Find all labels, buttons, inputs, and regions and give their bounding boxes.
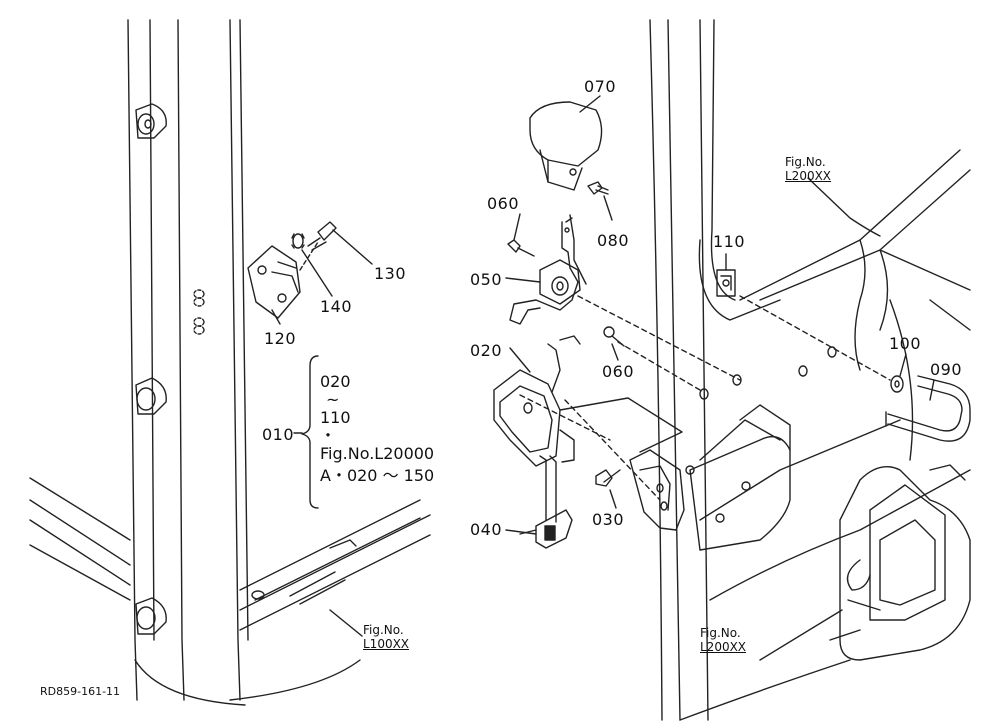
door-frame bbox=[649, 19, 971, 721]
door-pocket bbox=[689, 404, 791, 551]
figref-bottom-right-line1: Fig.No. bbox=[700, 626, 741, 640]
part-090-u-bolt bbox=[885, 375, 971, 442]
part-110-nut-clip bbox=[716, 269, 736, 297]
assembly-lines bbox=[519, 295, 891, 501]
label-080: 080 bbox=[597, 231, 630, 250]
label-050: 050 bbox=[470, 270, 503, 289]
part-050-lever bbox=[509, 214, 587, 325]
part-120-plate bbox=[247, 245, 301, 319]
label-140: 140 bbox=[320, 297, 353, 316]
label-010: 010 bbox=[262, 425, 295, 444]
label-060-upper: 060 bbox=[487, 194, 520, 213]
label-090: 090 bbox=[930, 360, 963, 379]
door-handle-assembly bbox=[829, 464, 971, 661]
label-030: 030 bbox=[592, 510, 625, 529]
label-060-lower: 060 bbox=[602, 362, 635, 381]
figref-bottom-right-line2: L200XX bbox=[700, 640, 747, 654]
group-line-1: 020 bbox=[320, 372, 351, 391]
figref-top-right-line2: L200XX bbox=[785, 169, 832, 183]
group-line-6: A・020 ～ 150 bbox=[320, 466, 435, 485]
label-110: 110 bbox=[713, 232, 746, 251]
part-060-screw-lower bbox=[603, 326, 625, 347]
door-holes bbox=[685, 346, 837, 523]
group-line-4: ・ bbox=[320, 426, 337, 445]
label-100: 100 bbox=[889, 334, 922, 353]
figref-top-right-line1: Fig.No. bbox=[785, 155, 826, 169]
drawing-code: RD859-161-11 bbox=[40, 685, 121, 698]
label-130: 130 bbox=[374, 264, 407, 283]
part-010-group: 020 ~ 110 ・ Fig.No.L20000 A・020 ～ 150 bbox=[320, 371, 434, 487]
part-130-screw bbox=[307, 221, 337, 251]
part-140-washer bbox=[291, 233, 305, 249]
cab-floor-frame bbox=[29, 477, 431, 701]
label-020: 020 bbox=[470, 341, 503, 360]
part-020-latch bbox=[493, 335, 581, 523]
label-070: 070 bbox=[584, 77, 617, 96]
figref-top-right: Fig.No. L200XX bbox=[785, 155, 831, 183]
door-latch-bracket bbox=[559, 397, 685, 531]
part-070-knob bbox=[529, 101, 603, 191]
label-120: 120 bbox=[264, 329, 297, 348]
figref-bottom-left: Fig.No. L100XX bbox=[363, 623, 409, 651]
part-060-screw-upper bbox=[507, 239, 535, 257]
pillar-holes bbox=[193, 289, 205, 335]
part-040-clip bbox=[519, 509, 573, 549]
figref-bottom-left-line2: L100XX bbox=[363, 637, 410, 651]
group-line-2: ~ bbox=[326, 390, 340, 409]
pillar-bosses bbox=[135, 103, 167, 635]
part-030-bolt bbox=[595, 469, 621, 487]
label-040: 040 bbox=[470, 520, 503, 539]
group-line-5: Fig.No.L20000 bbox=[320, 444, 435, 463]
group-line-3: 110 bbox=[320, 408, 351, 427]
figref-bottom-right: Fig.No. L200XX bbox=[700, 626, 746, 654]
cab-pillar bbox=[127, 19, 249, 706]
figref-bottom-left-line1: Fig.No. bbox=[363, 623, 404, 637]
part-080-screw bbox=[587, 181, 609, 195]
part-100-washer bbox=[890, 375, 904, 393]
